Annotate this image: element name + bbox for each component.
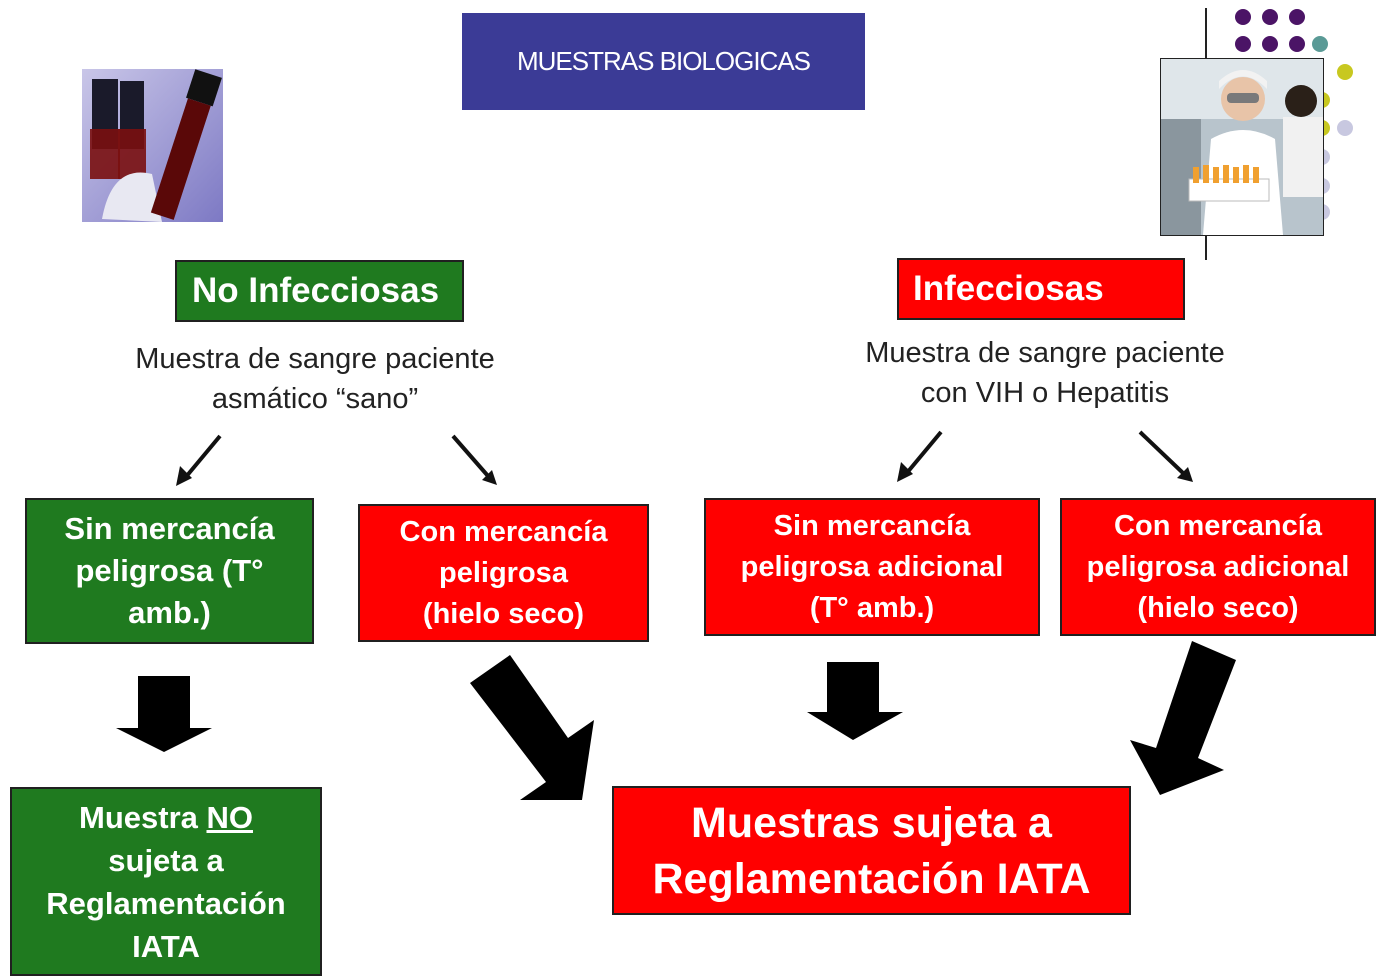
page-title-text: MUESTRAS BIOLOGICAS: [516, 46, 811, 76]
category-no-infecciosas: No Infecciosas: [175, 260, 464, 322]
thin-arrow-right-1-head: [897, 462, 913, 482]
page-title: MUESTRAS BIOLOGICAS: [462, 13, 865, 110]
category-infecciosas-label: Infecciosas: [913, 269, 1104, 308]
thin-arrow-left-2: [451, 434, 490, 478]
thin-arrow-right-2-head: [1177, 467, 1193, 482]
thin-arrow-left-1-head: [176, 466, 192, 486]
right-description: Muestra de sangre paciente con VIH o Hep…: [865, 337, 1225, 409]
right-option-con-mercancia: Con mercancía peligrosa adicional (hielo…: [1060, 498, 1376, 636]
right-option-sin-mercancia-label: Sin mercancía peligrosa adicional (T° am…: [740, 509, 1004, 624]
blood-sample-tubes-photo: [82, 69, 223, 222]
result-not-subject-label: Muestra NO sujeta a Reglamentación IATA: [46, 796, 285, 968]
right-option-con-mercancia-label: Con mercancía peligrosa adicional (hielo…: [1086, 509, 1350, 624]
thin-arrow-right-1: [904, 430, 943, 476]
result-not-subject-rest: sujeta a Reglamentación IATA: [46, 842, 286, 964]
category-no-infecciosas-label: No Infecciosas: [192, 271, 440, 310]
left-option-con-mercancia-label: Con mercancía peligrosa (hielo seco): [399, 515, 608, 630]
left-option-sin-mercancia-label: Sin mercancía peligrosa (T° amb.): [64, 511, 275, 630]
block-arrow-left-down: [116, 676, 212, 752]
right-option-sin-mercancia: Sin mercancía peligrosa adicional (T° am…: [704, 498, 1040, 636]
thin-arrow-left-2-head: [482, 470, 497, 485]
result-subject-iata-label: Muestras sujeta a Reglamentación IATA: [652, 798, 1091, 903]
result-not-subject-no: NO: [206, 799, 253, 835]
block-arrow-right-down: [807, 662, 903, 740]
block-arrow-diagonal-left: [470, 655, 594, 800]
result-subject-iata: Muestras sujeta a Reglamentación IATA: [612, 786, 1131, 915]
left-option-con-mercancia: Con mercancía peligrosa (hielo seco): [358, 504, 649, 642]
left-option-sin-mercancia: Sin mercancía peligrosa (T° amb.): [25, 498, 314, 644]
result-not-subject: Muestra NO sujeta a Reglamentación IATA: [10, 787, 322, 976]
block-arrow-diagonal-right: [1130, 641, 1236, 795]
lab-technician-photo: [1160, 58, 1324, 236]
thin-arrow-left-1: [183, 434, 222, 480]
thin-arrow-right-2: [1138, 430, 1185, 475]
result-not-subject-line1: Muestra: [79, 799, 207, 835]
category-infecciosas: Infecciosas: [897, 258, 1185, 320]
left-description: Muestra de sangre paciente asmático “san…: [135, 343, 495, 415]
